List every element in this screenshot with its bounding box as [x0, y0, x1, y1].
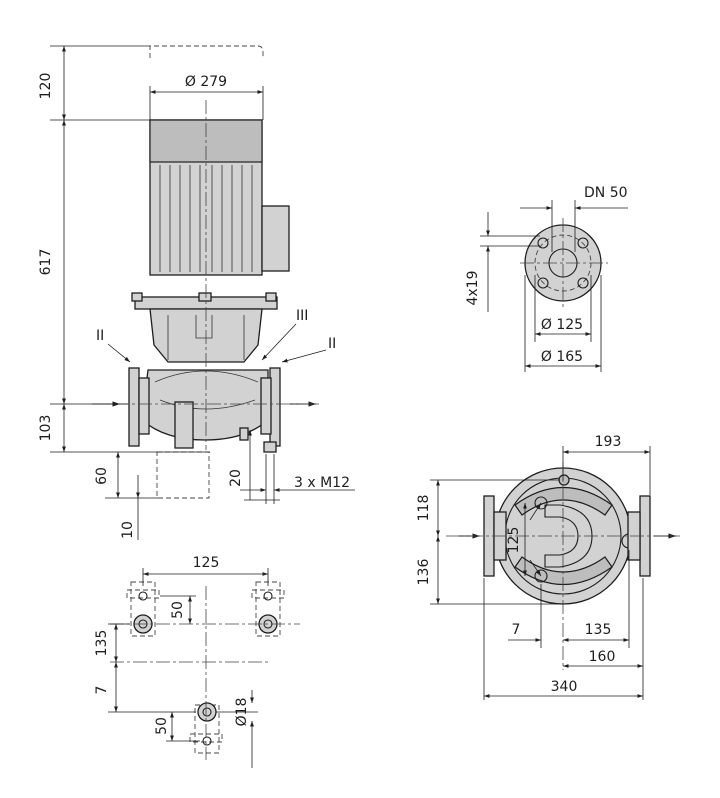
dim-text-118: 118	[416, 495, 432, 522]
volute-opening	[544, 504, 593, 568]
pump-foot	[174, 401, 194, 449]
dim-text-20: 20	[228, 469, 244, 487]
thread-label: 3 x M12	[294, 475, 350, 491]
dim-text-160: 160	[589, 649, 616, 665]
clearance-outline	[149, 45, 264, 58]
marker-iii: III	[296, 308, 308, 324]
top-view	[430, 446, 680, 700]
dim-text-7-top: 7	[512, 622, 521, 638]
dim-text-103: 103	[38, 415, 54, 442]
dim-text-193: 193	[595, 434, 622, 450]
inlet-flange	[128, 367, 140, 447]
dim-text-125-base: 125	[193, 555, 220, 571]
marker-ii-left: II	[96, 328, 104, 344]
flange-view	[480, 200, 628, 372]
dim-text-279: Ø 279	[185, 74, 227, 90]
front-view	[50, 45, 355, 540]
dim-text-7-base: 7	[94, 686, 110, 695]
foot-hole-bottom	[197, 702, 217, 722]
dim-text-340: 340	[551, 679, 578, 695]
dim-text-617: 617	[38, 249, 54, 276]
dim-text-50-base-top: 50	[170, 601, 186, 619]
pump-housing	[141, 369, 269, 441]
dn-label: DN 50	[584, 185, 628, 201]
dim-text-diameter-18: Ø18	[234, 698, 250, 727]
base-plan	[108, 568, 300, 768]
bolt-circle-label: Ø 125	[541, 317, 583, 333]
flange-diameter-label: Ø 165	[541, 349, 583, 365]
holes-label: 4x19	[465, 270, 481, 305]
dim-text-60: 60	[94, 467, 110, 485]
base-plate-outline	[156, 451, 210, 499]
dim-text-120: 120	[38, 73, 54, 100]
dim-text-10: 10	[120, 521, 136, 539]
dim-text-136: 136	[416, 559, 432, 586]
dim-text-135-top: 135	[585, 622, 612, 638]
dim-text-125-top: 125	[506, 527, 522, 554]
terminal-box	[261, 205, 290, 272]
motor-cooling-fins	[159, 165, 253, 272]
marker-ii-right: II	[328, 336, 336, 352]
dim-text-135-base: 135	[94, 630, 110, 657]
dim-text-50-base-bottom: 50	[154, 717, 170, 735]
